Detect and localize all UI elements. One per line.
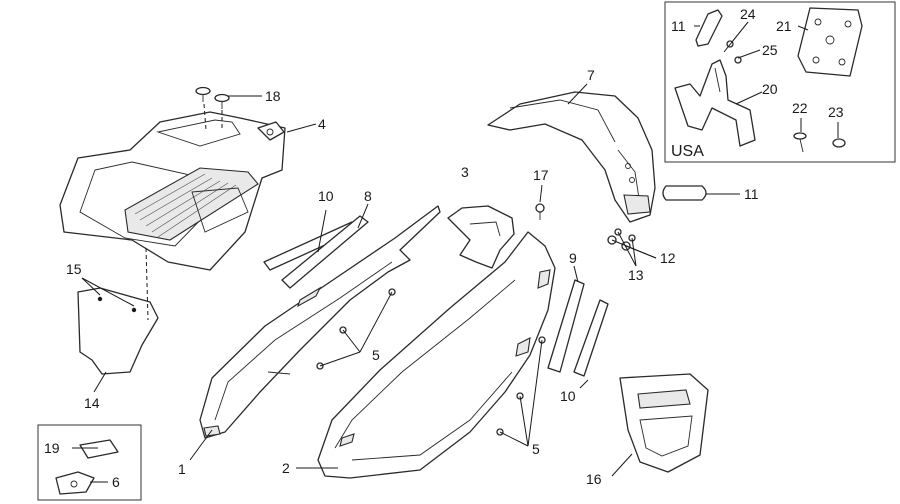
part-10-strip-right <box>573 299 609 377</box>
part-3-rear-center-piece <box>447 205 515 269</box>
label-9: 9 <box>569 250 577 266</box>
label-17: 17 <box>533 167 549 183</box>
part-16-plate-holder <box>619 373 709 473</box>
label-2: 2 <box>282 460 290 476</box>
part-17-screw <box>535 203 545 220</box>
inset-clips-box <box>37 424 142 501</box>
label-19: 19 <box>44 440 60 456</box>
label-24: 24 <box>740 6 756 22</box>
label-10-right: 10 <box>560 388 576 404</box>
label-25: 25 <box>762 42 778 58</box>
part-21-plate-mount <box>797 7 863 77</box>
part-9-strip <box>547 279 585 373</box>
usa-inset-box <box>664 1 896 163</box>
label-20: 20 <box>762 81 778 97</box>
part-7-rear-mudguard <box>487 91 656 223</box>
label-3: 3 <box>461 164 469 180</box>
label-10-left: 10 <box>318 188 334 204</box>
label-13: 13 <box>628 267 644 283</box>
part-4-underseat-tray <box>59 111 286 271</box>
label-5-right: 5 <box>532 441 540 457</box>
label-23: 23 <box>828 104 844 120</box>
label-15: 15 <box>66 261 82 277</box>
part-11-reflector <box>662 185 707 201</box>
label-14: 14 <box>84 395 100 411</box>
label-16: 16 <box>586 471 602 487</box>
part-11-usa-reflector <box>695 9 723 47</box>
part-22-bolt <box>793 132 807 153</box>
part-19-clip <box>79 439 119 459</box>
part-23-nut <box>832 138 846 148</box>
label-5-left: 5 <box>372 347 380 363</box>
label-4: 4 <box>318 116 326 132</box>
label-11-right: 11 <box>744 186 759 202</box>
part-2-right-side-panel <box>317 231 556 479</box>
label-6: 6 <box>112 474 120 490</box>
usa-region-label: USA <box>671 143 704 160</box>
label-11-usa: 11 <box>671 18 686 34</box>
part-8-strip <box>281 215 369 289</box>
part-6-clip-nut <box>55 471 95 495</box>
label-8: 8 <box>364 188 372 204</box>
label-18: 18 <box>265 88 281 104</box>
part-18-push-clips <box>195 86 230 109</box>
label-12: 12 <box>660 250 676 266</box>
label-1: 1 <box>178 461 186 477</box>
part-14-inner-panel <box>77 287 159 375</box>
part-24-25-fasteners <box>726 40 742 64</box>
label-21: 21 <box>776 18 792 34</box>
leader-lines <box>72 21 839 483</box>
part-20-bracket <box>674 59 756 147</box>
part-1-left-side-panel <box>199 205 441 439</box>
label-7: 7 <box>587 67 595 83</box>
label-22: 22 <box>792 100 808 116</box>
